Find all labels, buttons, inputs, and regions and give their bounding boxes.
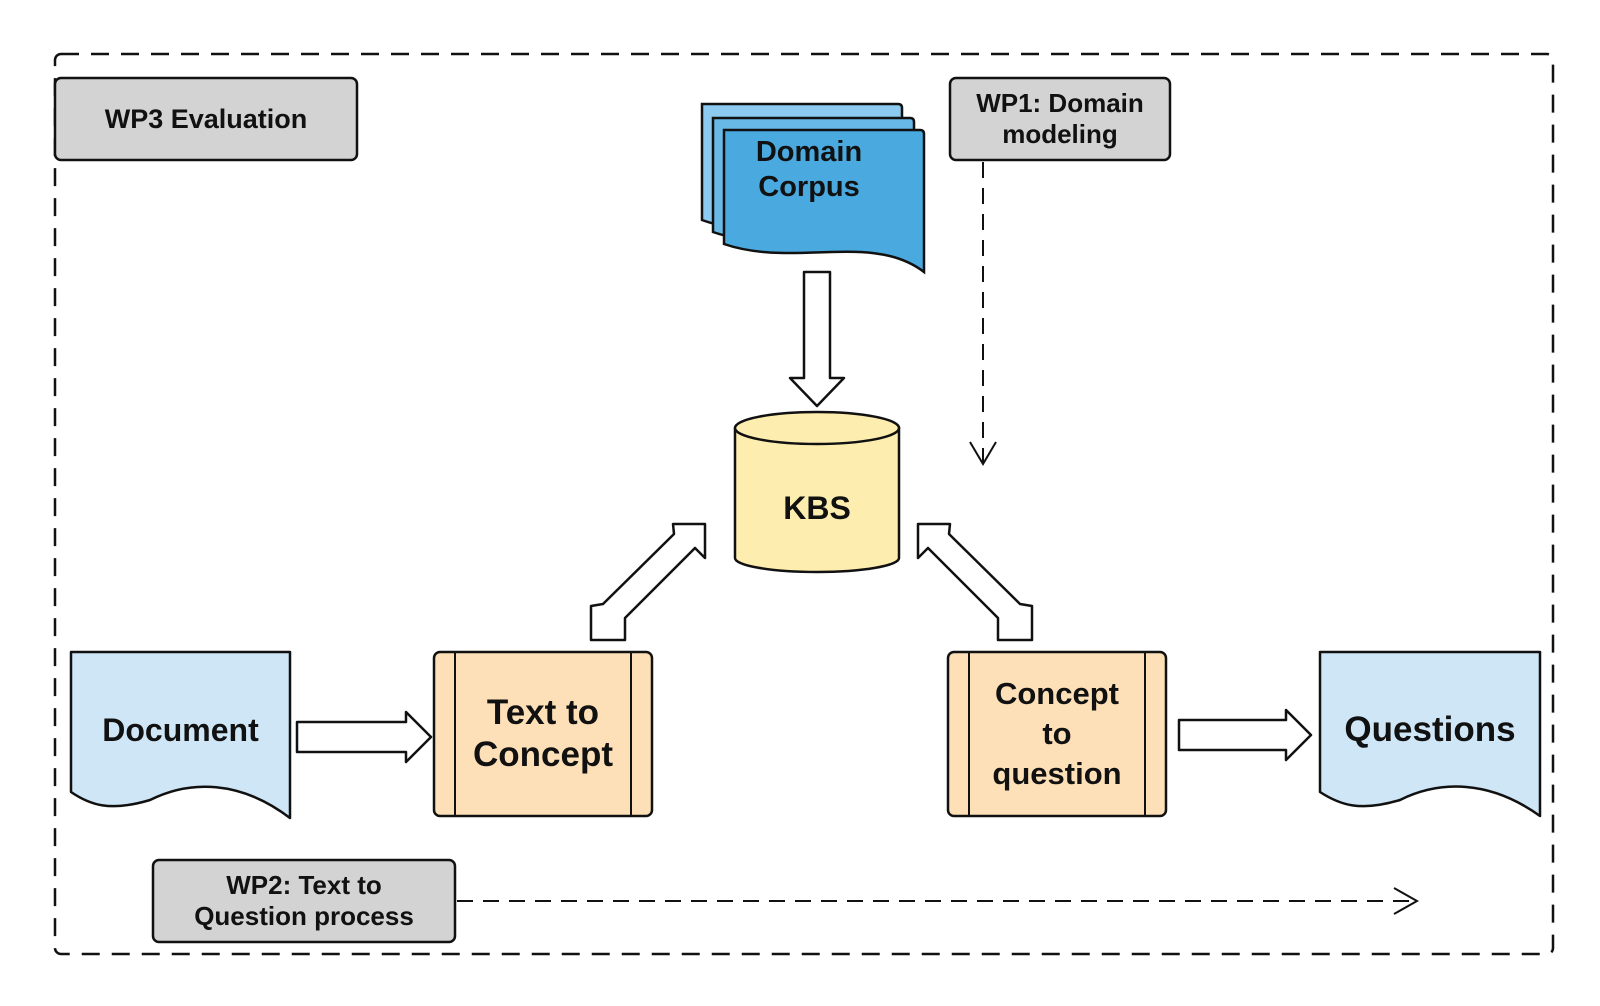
- wp3-evaluation-frame: [53, 52, 1555, 956]
- wp3-label-box: [53, 76, 359, 162]
- concept-to-question-label: Concept to question: [992, 676, 1122, 791]
- wp1-domain-modeling-label: WP1: Domain modeling: [976, 87, 1144, 149]
- domain-corpus-label: Domain Corpus: [755, 136, 863, 203]
- kbs-label: KBS: [783, 489, 851, 526]
- text-to-concept-label: Text to Concept: [473, 693, 613, 774]
- text-to-concept-box: [432, 650, 654, 818]
- wp2-dashed-arrowhead: [1393, 887, 1420, 915]
- questions-label: Questions: [1344, 710, 1516, 749]
- document-label: Document: [102, 711, 259, 748]
- kbs-concept-question-double-arrow: [916, 522, 1034, 642]
- corpus-page-front: [722, 128, 926, 275]
- process-to-questions-arrow: [1177, 708, 1313, 762]
- domain-corpus-stack: [700, 102, 926, 275]
- corpus-to-kbs-arrow: [788, 270, 846, 408]
- concept-to-question-box: [946, 650, 1168, 818]
- wp3-evaluation-label: WP3 Evaluation: [104, 103, 308, 134]
- questions-document-shape: [1318, 650, 1542, 818]
- wp2-text-to-question-label: WP2: Text to Question process: [194, 869, 414, 931]
- text-to-concept-process: [432, 650, 654, 818]
- kbs-cylinder-top: [733, 410, 901, 446]
- wp1-dashed-arrowhead: [969, 441, 997, 466]
- wp1-label-box: [948, 76, 1172, 162]
- wp2-label-box: [151, 858, 457, 944]
- kbs-cylinder: [733, 410, 901, 574]
- document-to-process-arrow: [295, 710, 433, 764]
- text-concept-kbs-double-arrow: [589, 522, 707, 642]
- document-shape: [69, 650, 292, 820]
- concept-to-question-process: [946, 650, 1168, 818]
